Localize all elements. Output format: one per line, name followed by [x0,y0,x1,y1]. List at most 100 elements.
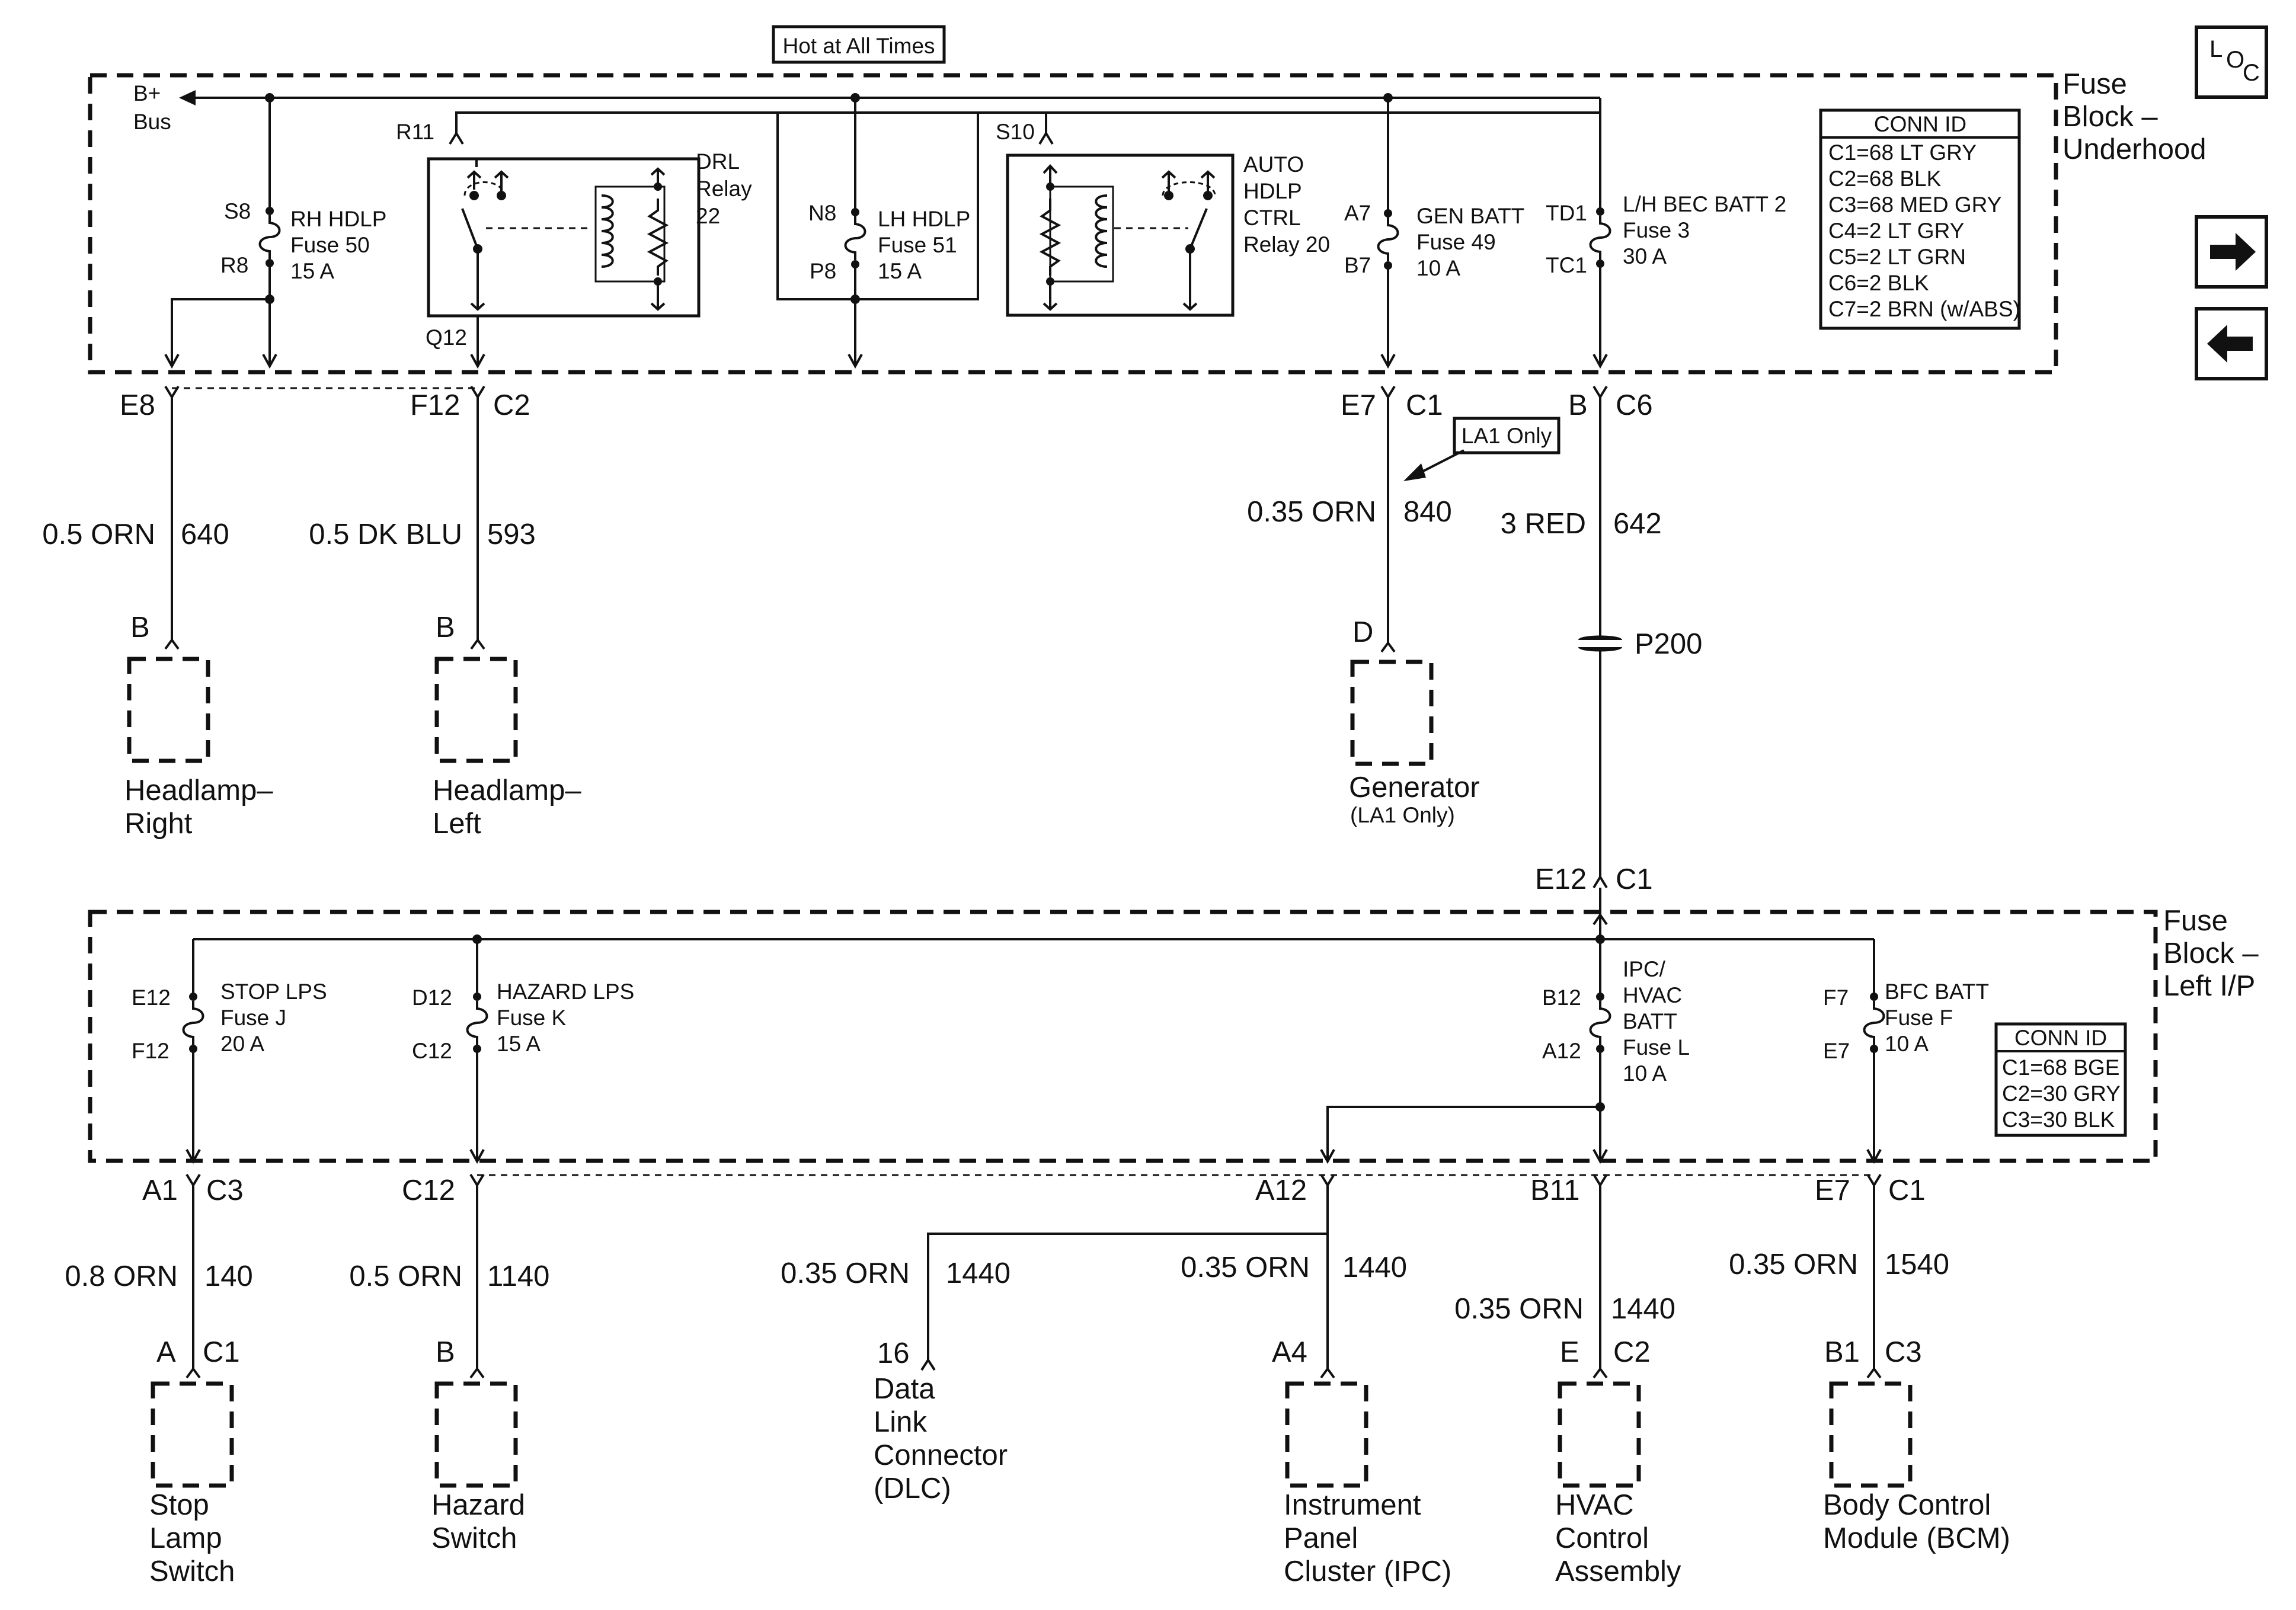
svg-text:Panel: Panel [1284,1522,1358,1554]
svg-text:Instrument: Instrument [1284,1489,1421,1521]
svg-text:C1: C1 [1616,863,1653,895]
arrow-left-icon[interactable] [2195,307,2268,380]
hvac-control-assembly-component[interactable] [1558,1381,1641,1488]
svg-text:Control: Control [1555,1522,1649,1554]
svg-text:E12: E12 [132,985,171,1010]
data-link-connector-label[interactable]: Data Link Connector (DLC) [874,1373,1008,1505]
stop-lamp-switch-component[interactable] [151,1381,234,1488]
svg-text:D12: D12 [412,985,452,1010]
rh-hdlp-fuse [258,206,281,268]
svg-text:CTRL: CTRL [1243,206,1301,230]
svg-text:0.35 ORN: 0.35 ORN [1247,496,1376,528]
svg-text:C4=2 LT GRY: C4=2 LT GRY [1828,219,1964,243]
mid-connector-labels: E8 F12 C2 E7 C1 B C6 [120,389,1653,421]
loc-icon[interactable]: L O C [2195,25,2268,99]
lh-bec-batt-fuse-labels: TD1 TC1 L/H BEC BATT 2 Fuse 3 30 A [1546,192,1786,277]
generator-label: Generator (LA1 Only) [1349,772,1480,827]
svg-text:C1=68 BGE: C1=68 BGE [2002,1055,2119,1080]
svg-text:F12: F12 [410,389,460,421]
wire-640-label: 0.5 ORN 640 [42,518,229,550]
svg-text:R8: R8 [220,253,248,277]
svg-text:Data: Data [874,1373,935,1405]
svg-text:30 A: 30 A [1623,244,1667,268]
svg-text:B12: B12 [1542,985,1581,1010]
la1-only-note: LA1 Only [1403,417,1560,481]
svg-text:10 A: 10 A [1416,256,1460,280]
svg-text:E7: E7 [1815,1174,1850,1206]
headlamp-left-component[interactable] [434,657,518,763]
ipc-pin: A4 [1272,1336,1307,1368]
fuse-block-underhood-title: Fuse Block – Underhood [2062,68,2206,165]
instrument-panel-cluster-component[interactable] [1285,1381,1368,1488]
arrow-right-icon[interactable] [2195,215,2268,289]
bplus-bus-label: B+ Bus [133,81,171,134]
svg-text:Headlamp–: Headlamp– [124,774,273,806]
svg-text:O: O [2226,47,2244,73]
svg-text:3 RED: 3 RED [1501,508,1586,540]
svg-text:642: 642 [1613,508,1662,540]
svg-text:TD1: TD1 [1546,201,1587,225]
svg-text:N8: N8 [808,201,836,225]
svg-text:15 A: 15 A [290,259,334,283]
svg-text:Block –: Block – [2062,101,2158,133]
svg-text:0.8 ORN: 0.8 ORN [65,1260,178,1292]
svg-text:Link: Link [874,1406,927,1438]
svg-text:C1: C1 [203,1336,240,1368]
instrument-panel-cluster-label: Instrument Panel Cluster (IPC) [1284,1489,1451,1587]
drl-relay-internals [461,167,669,311]
ipc-hvac-batt-fuse [1589,991,1611,1054]
wire-140-label: 0.8 ORN 140 [65,1260,252,1292]
svg-text:E8: E8 [120,389,155,421]
svg-text:1440: 1440 [1342,1251,1407,1283]
svg-text:E12: E12 [1535,863,1587,895]
svg-text:C12: C12 [402,1174,455,1206]
hazard-lps-fuse-labels: D12 C12 HAZARD LPS Fuse K 15 A [412,980,634,1063]
svg-text:1440: 1440 [1611,1293,1675,1325]
auto-hdlp-ctrl-relay-labels: S10 AUTO HDLP CTRL Relay 20 [996,120,1330,257]
svg-text:LA1 Only: LA1 Only [1462,424,1552,448]
svg-text:Cluster (IPC): Cluster (IPC) [1284,1555,1451,1587]
fuse-block-left-ip-outline [88,910,2158,1163]
svg-text:Module (BCM): Module (BCM) [1823,1522,2010,1554]
headlamp-right-component[interactable] [127,657,210,763]
svg-text:IPC/: IPC/ [1623,957,1666,981]
svg-text:Body Control: Body Control [1823,1489,1991,1521]
auto-hdlp-ctrl-relay-internals [1039,164,1216,311]
svg-text:HAZARD LPS: HAZARD LPS [497,980,634,1004]
hazard-switch-component[interactable] [434,1381,518,1488]
svg-text:(LA1 Only): (LA1 Only) [1350,803,1455,827]
lh-hdlp-fuse [844,207,866,270]
svg-text:Left I/P: Left I/P [2163,970,2255,1002]
svg-text:CONN ID: CONN ID [1874,112,1966,136]
svg-text:Stop: Stop [149,1489,209,1521]
svg-text:0.5 ORN: 0.5 ORN [42,518,155,550]
p200-inline-connector: P200 [1578,628,1702,660]
svg-text:0.35 ORN: 0.35 ORN [781,1257,910,1289]
generator-component[interactable] [1350,660,1434,766]
svg-text:E7: E7 [1823,1039,1850,1063]
svg-text:C2=68 BLK: C2=68 BLK [1828,167,1942,191]
gen-batt-fuse-labels: A7 B7 GEN BATT Fuse 49 10 A [1344,201,1524,280]
stop-lamp-switch-label: Stop Lamp Switch [149,1489,235,1587]
svg-text:BATT: BATT [1623,1009,1677,1033]
svg-text:Switch: Switch [149,1555,235,1587]
svg-text:Left: Left [433,808,481,840]
svg-text:0.35 ORN: 0.35 ORN [1729,1249,1858,1281]
svg-text:R11: R11 [396,120,434,144]
body-control-module-label: Body Control Module (BCM) [1823,1489,2010,1554]
rh-hdlp-fuse-labels: S8 R8 RH HDLP Fuse 50 15 A [220,199,386,283]
svg-text:STOP LPS: STOP LPS [220,980,327,1004]
svg-text:A7: A7 [1344,201,1371,225]
svg-text:TC1: TC1 [1546,253,1587,277]
stop-lps-fuse-labels: E12 F12 STOP LPS Fuse J 20 A [132,980,327,1063]
svg-text:Fuse K: Fuse K [497,1006,567,1030]
fuse-block-left-ip-title: Fuse Block – Left I/P [2163,905,2259,1002]
svg-text:C5=2 LT GRN: C5=2 LT GRN [1828,245,1966,269]
svg-text:Switch: Switch [431,1522,517,1554]
svg-text:A12: A12 [1255,1174,1307,1206]
svg-text:A12: A12 [1542,1039,1581,1063]
svg-text:Generator: Generator [1349,772,1480,804]
svg-text:Hot at All Times: Hot at All Times [782,34,935,58]
body-control-module-component[interactable] [1829,1381,1913,1488]
svg-text:10 A: 10 A [1885,1032,1929,1056]
